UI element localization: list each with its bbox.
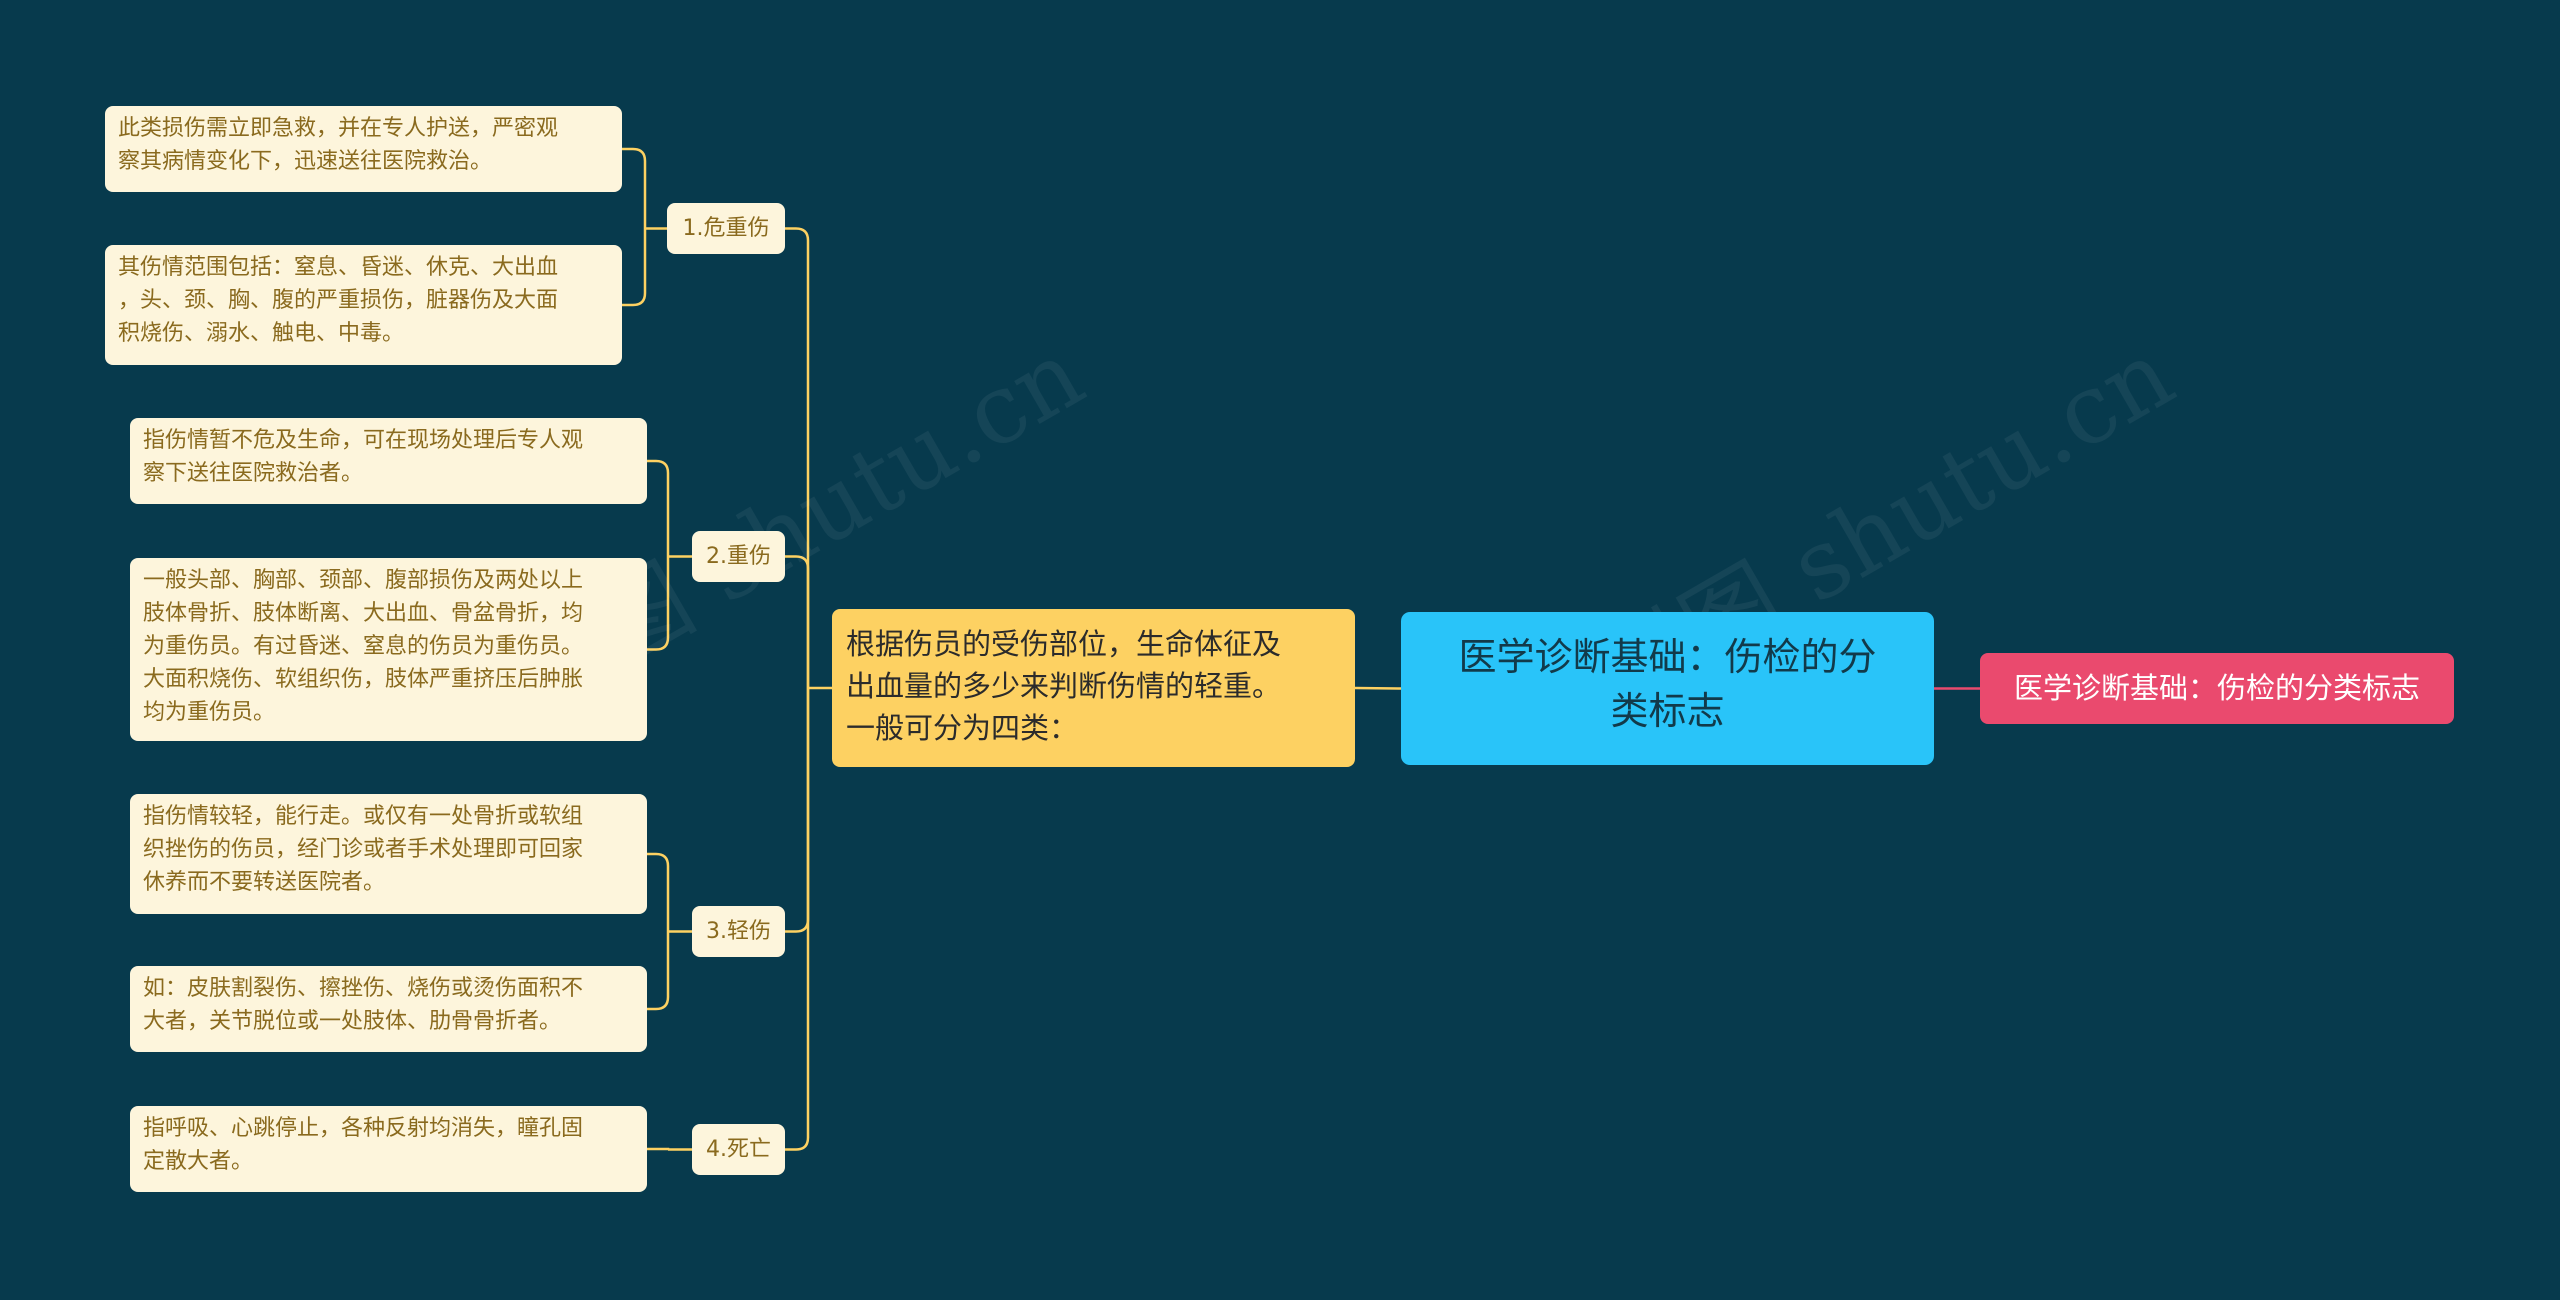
leaf-critical-care[interactable]: 此类损伤需立即急救，并在专人护送，严密观 察其病情变化下，迅速送往医院救治。 — [105, 106, 622, 192]
link-cat2-leaf-branch-1 — [647, 931, 670, 1011]
link-cat1-leaf-branch-0 — [647, 459, 670, 557]
category-serious[interactable]: 2.重伤 — [692, 531, 785, 582]
leaf-minor-definition[interactable]: 指伤情较轻，能行走。或仅有一处骨折或软组 织挫伤的伤员，经门诊或者手术处理即可回… — [130, 794, 647, 914]
classification-description[interactable]: 根据伤员的受伤部位，生命体征及 出血量的多少来判断伤情的轻重。 一般可分为四类： — [832, 609, 1355, 767]
link-cat0-leaf-branch-1 — [622, 228, 647, 307]
link-root-desc — [1354, 686, 1402, 690]
link-desc-cat-branch-0 — [785, 227, 810, 688]
link-desc-cat-branch-1 — [785, 555, 810, 688]
link-desc-cat-branch-2 — [785, 688, 810, 933]
topic-tag[interactable]: 医学诊断基础：伤检的分类标志 — [1980, 653, 2454, 724]
link-cat2-leaf-branch-0 — [647, 852, 670, 932]
leaf-serious-definition[interactable]: 指伤情暂不危及生命，可在现场处理后专人观 察下送往医院救治者。 — [130, 418, 647, 504]
category-critical[interactable]: 1.危重伤 — [667, 203, 785, 254]
root-topic[interactable]: 医学诊断基础：伤检的分 类标志 — [1401, 612, 1934, 765]
leaf-death-definition[interactable]: 指呼吸、心跳停止，各种反射均消失，瞳孔固 定散大者。 — [130, 1106, 647, 1192]
category-death[interactable]: 4.死亡 — [692, 1124, 785, 1175]
link-cat3-leaf-branch-0 — [647, 1147, 670, 1151]
link-cat1-leaf-branch-1 — [647, 556, 670, 651]
link-cat0-leaf-branch-0 — [622, 147, 647, 229]
link-desc-cat-branch-3 — [785, 688, 810, 1151]
leaf-serious-scope[interactable]: 一般头部、胸部、颈部、腹部损伤及两处以上 肢体骨折、肢体断离、大出血、骨盆骨折，… — [130, 558, 647, 741]
category-minor[interactable]: 3.轻伤 — [692, 906, 785, 957]
leaf-critical-scope[interactable]: 其伤情范围包括：窒息、昏迷、休克、大出血 ，头、颈、胸、腹的严重损伤，脏器伤及大… — [105, 245, 622, 365]
leaf-minor-examples[interactable]: 如：皮肤割裂伤、擦挫伤、烧伤或烫伤面积不 大者，关节脱位或一处肢体、肋骨骨折者。 — [130, 966, 647, 1052]
